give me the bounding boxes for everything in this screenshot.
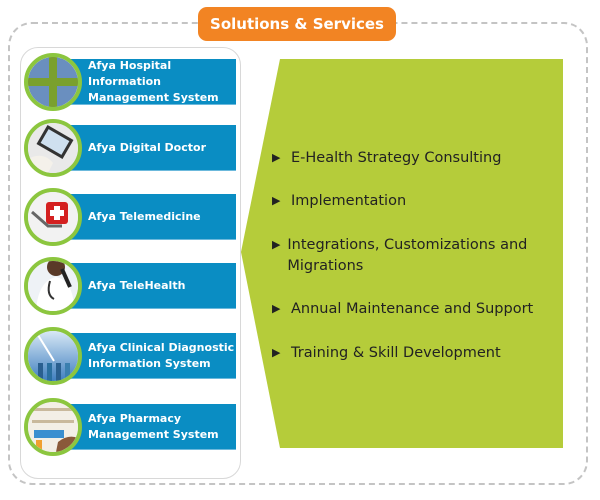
test-tubes-icon — [24, 327, 82, 385]
hospital-modules-icon — [24, 53, 82, 111]
section-title: Solutions & Services — [198, 7, 396, 41]
bullet-triangle-icon: ▶ — [272, 238, 281, 251]
doctor-phone-icon — [24, 257, 82, 315]
product-telehealth[interactable]: Afya TeleHealth — [24, 257, 236, 315]
product-pharmacy[interactable]: Afya Pharmacy Management System — [24, 398, 236, 456]
product-label: Afya TeleHealth — [70, 263, 236, 309]
product-digital-doctor[interactable]: Afya Digital Doctor — [24, 119, 236, 177]
service-item: ▶Training & Skill Development — [272, 343, 501, 364]
bullet-triangle-icon: ▶ — [272, 346, 281, 359]
bullet-triangle-icon: ▶ — [272, 151, 281, 164]
pharmacy-icon — [24, 398, 82, 456]
medical-laptop-icon — [24, 188, 82, 246]
service-item: ▶Integrations, Customizations and Migrat… — [272, 235, 547, 277]
product-label: Afya Digital Doctor — [70, 125, 236, 171]
product-label: Afya Pharmacy Management System — [70, 404, 236, 450]
product-label: Afya Telemedicine — [70, 194, 236, 240]
service-item: ▶Annual Maintenance and Support — [272, 299, 533, 320]
service-item: ▶Implementation — [272, 191, 406, 212]
product-telemedicine[interactable]: Afya Telemedicine — [24, 188, 236, 246]
service-item: ▶E-Health Strategy Consulting — [272, 148, 501, 169]
bullet-triangle-icon: ▶ — [272, 302, 281, 315]
bullet-triangle-icon: ▶ — [272, 194, 281, 207]
tablet-icon — [24, 119, 82, 177]
product-clinical-diagnostic[interactable]: Afya Clinical Diagnostic Information Sys… — [24, 327, 236, 385]
product-label: Afya Hospital Information Management Sys… — [70, 59, 236, 105]
product-label: Afya Clinical Diagnostic Information Sys… — [70, 333, 236, 379]
product-hims[interactable]: Afya Hospital Information Management Sys… — [24, 53, 236, 111]
